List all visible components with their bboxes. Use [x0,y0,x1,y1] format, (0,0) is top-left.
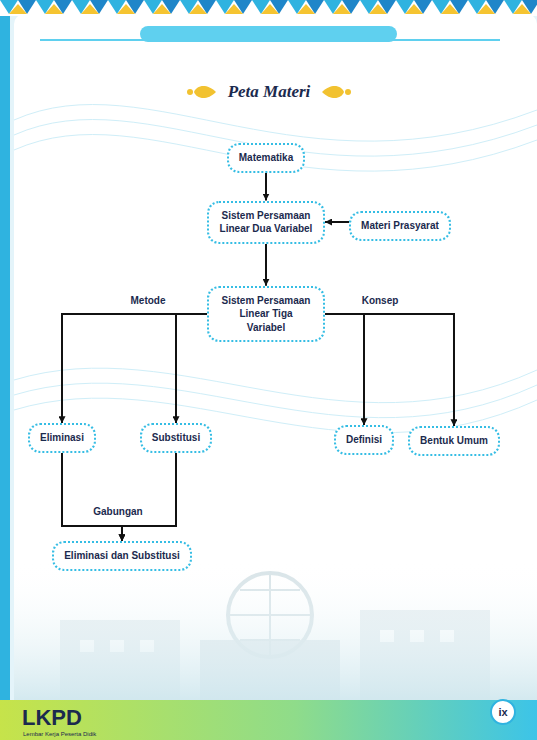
title-tab [140,26,397,42]
concept-box: Materi Prasyarat [349,211,451,241]
box-text: Materi Prasyarat [361,219,439,233]
footer-subtitle: Lembar Kerja Peserta Didik [23,731,96,737]
concept-box: Matematika [227,143,305,173]
footer-band [0,700,537,740]
box-text: Substitusi [152,431,200,445]
connector-label: Gabungan [90,505,145,518]
box-text: Eliminasi dan Substitusi [64,549,180,563]
box-text: Bentuk Umum [420,434,488,448]
connector-arrow [265,173,267,201]
footer-logo: LKPD [22,707,82,729]
box-text: Definisi [346,433,382,447]
concept-box: Eliminasi dan Substitusi [52,541,192,571]
diagram-title: Peta Materi [228,82,311,102]
concept-box: Eliminasi [28,423,96,453]
concept-box: Substitusi [140,423,212,453]
connector-label: Konsep [359,294,402,307]
page-number-circle [491,700,515,724]
zigzag-border [0,0,537,16]
connector-arrow [62,314,207,423]
connector-arrow [122,453,176,542]
connector-label: Metode [128,294,169,307]
concept-box: Definisi [334,425,394,455]
left-strip [0,0,10,740]
concept-box: Sistem Persamaan Linear Tiga Variabel [207,286,325,343]
box-text: Eliminasi [40,431,84,445]
content-panel [14,14,537,714]
box-text: Sistem Persamaan Linear Tiga Variabel [219,294,313,335]
connector-arrow [176,314,207,423]
box-text: Matematika [239,151,293,165]
box-text: Sistem Persamaan Linear Dua Variabel [219,209,313,236]
connector-arrow [325,314,364,425]
photo-fade [14,560,537,700]
connector-arrow [325,314,454,426]
concept-box: Bentuk Umum [408,426,500,456]
concept-box: Sistem Persamaan Linear Dua Variabel [207,201,325,244]
connector-arrow [265,244,267,286]
page-number: ix [498,707,507,718]
connector-arrow [325,221,349,223]
wave-lines [14,105,537,433]
connector-arrow [62,453,122,542]
